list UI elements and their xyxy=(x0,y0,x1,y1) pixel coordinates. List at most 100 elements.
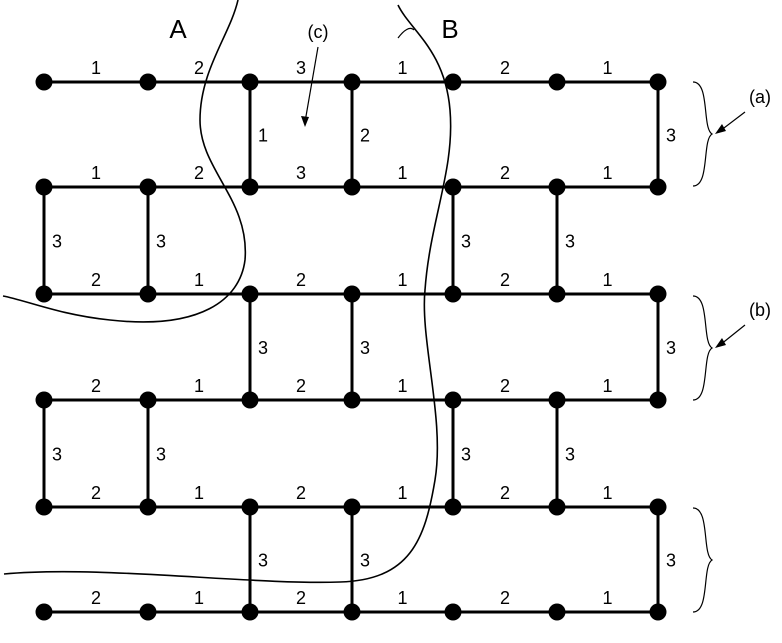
graph-node xyxy=(444,391,462,409)
graph-node xyxy=(241,603,259,621)
graph-node xyxy=(649,285,667,303)
graph-node xyxy=(343,498,361,516)
graph-node xyxy=(444,498,462,516)
edge-weight-label: 3 xyxy=(258,338,268,358)
edge-weight-label: 1 xyxy=(194,588,204,608)
edge-weight-label: 1 xyxy=(194,376,204,396)
edge-weight-label: 1 xyxy=(602,376,612,396)
edge-weight-label: 2 xyxy=(500,483,510,503)
edge-weight-label: 1 xyxy=(397,58,407,78)
edge-weight-label: 2 xyxy=(500,376,510,396)
graph-node xyxy=(139,391,157,409)
callout-b-arrowhead xyxy=(715,338,726,348)
edge-weight-label: 1 xyxy=(602,270,612,290)
edge-weight-label: 1 xyxy=(258,126,268,146)
edge-weight-label: 3 xyxy=(156,445,166,465)
graph-node xyxy=(343,603,361,621)
edge-weight-label: 3 xyxy=(666,551,676,571)
graph-node xyxy=(35,73,53,91)
graph-node xyxy=(35,178,53,196)
edge-weight-label: 2 xyxy=(296,376,306,396)
callout-b-label: (b) xyxy=(749,300,771,320)
graph-node xyxy=(35,498,53,516)
region-boundary-b xyxy=(3,4,452,584)
edge-weight-label: 3 xyxy=(156,232,166,252)
edge-weight-label: 1 xyxy=(91,163,101,183)
edge-weight-label: 3 xyxy=(296,163,306,183)
graph-node xyxy=(444,603,462,621)
graph-node xyxy=(649,391,667,409)
edge-weight-label: 1 xyxy=(397,270,407,290)
brace-b xyxy=(692,295,714,401)
edge-weight-label: 1 xyxy=(602,588,612,608)
region-boundary-a xyxy=(2,0,247,323)
edge-weight-label: 1 xyxy=(397,483,407,503)
graph-node xyxy=(548,285,566,303)
edge-weight-label: 1 xyxy=(397,163,407,183)
graph-node xyxy=(343,73,361,91)
edge-weight-label: 3 xyxy=(565,232,575,252)
edge-weight-label: 1 xyxy=(194,270,204,290)
graph-node xyxy=(343,391,361,409)
graph-node xyxy=(444,285,462,303)
brace-c xyxy=(692,507,714,613)
graph-node xyxy=(139,498,157,516)
edge-weight-label: 2 xyxy=(360,126,370,146)
edge-weight-label: 3 xyxy=(666,338,676,358)
callout-c-arrow xyxy=(304,46,319,123)
brace-a xyxy=(692,81,714,187)
graph-node xyxy=(241,73,259,91)
graph-node xyxy=(139,178,157,196)
graph-node xyxy=(548,603,566,621)
region-label-b: B xyxy=(441,14,458,44)
graph-node xyxy=(548,73,566,91)
edge-weight-label: 2 xyxy=(296,588,306,608)
graph-node xyxy=(35,391,53,409)
edge-weight-label: 2 xyxy=(296,270,306,290)
callout-a-label: (a) xyxy=(749,87,771,107)
edge-weight-label: 2 xyxy=(91,376,101,396)
graph-node xyxy=(548,391,566,409)
graph-node xyxy=(649,603,667,621)
region-label-a: A xyxy=(169,14,187,44)
graph-node xyxy=(548,498,566,516)
graph-node xyxy=(649,178,667,196)
edge-weight-label: 1 xyxy=(397,588,407,608)
callout-c-label: (c) xyxy=(308,22,329,42)
graph-node xyxy=(649,498,667,516)
edge-weight-label: 1 xyxy=(91,58,101,78)
graph-node xyxy=(444,73,462,91)
graph-node xyxy=(343,178,361,196)
edge-weight-label: 3 xyxy=(52,232,62,252)
edge-weight-label: 2 xyxy=(500,163,510,183)
edge-weight-label: 3 xyxy=(296,58,306,78)
edge-weight-label: 3 xyxy=(565,445,575,465)
edge-weight-label: 2 xyxy=(194,58,204,78)
graph-node xyxy=(241,391,259,409)
graph-node xyxy=(548,178,566,196)
edge-weight-label: 2 xyxy=(500,58,510,78)
graph-node xyxy=(343,285,361,303)
region-boundary-b-nub xyxy=(397,27,415,39)
callout-c-arrowhead xyxy=(301,116,309,127)
edge-weight-label: 3 xyxy=(461,445,471,465)
callout-b-arrow xyxy=(719,324,746,346)
graph-node xyxy=(139,285,157,303)
edge-weight-label: 2 xyxy=(500,270,510,290)
edge-weight-label: 3 xyxy=(258,551,268,571)
graph-node xyxy=(241,178,259,196)
edge-weight-label: 2 xyxy=(91,270,101,290)
edge-weight-label: 2 xyxy=(194,163,204,183)
graph-node xyxy=(444,178,462,196)
edge-weight-label: 2 xyxy=(91,483,101,503)
graph-node xyxy=(139,603,157,621)
edge-weight-label: 1 xyxy=(602,163,612,183)
edge-weight-label: 1 xyxy=(602,58,612,78)
edge-weight-label: 3 xyxy=(52,445,62,465)
edge-weight-label: 3 xyxy=(360,551,370,571)
edge-weight-label: 2 xyxy=(91,588,101,608)
graph-node xyxy=(241,498,259,516)
graph-node xyxy=(35,285,53,303)
graph-node xyxy=(139,73,157,91)
